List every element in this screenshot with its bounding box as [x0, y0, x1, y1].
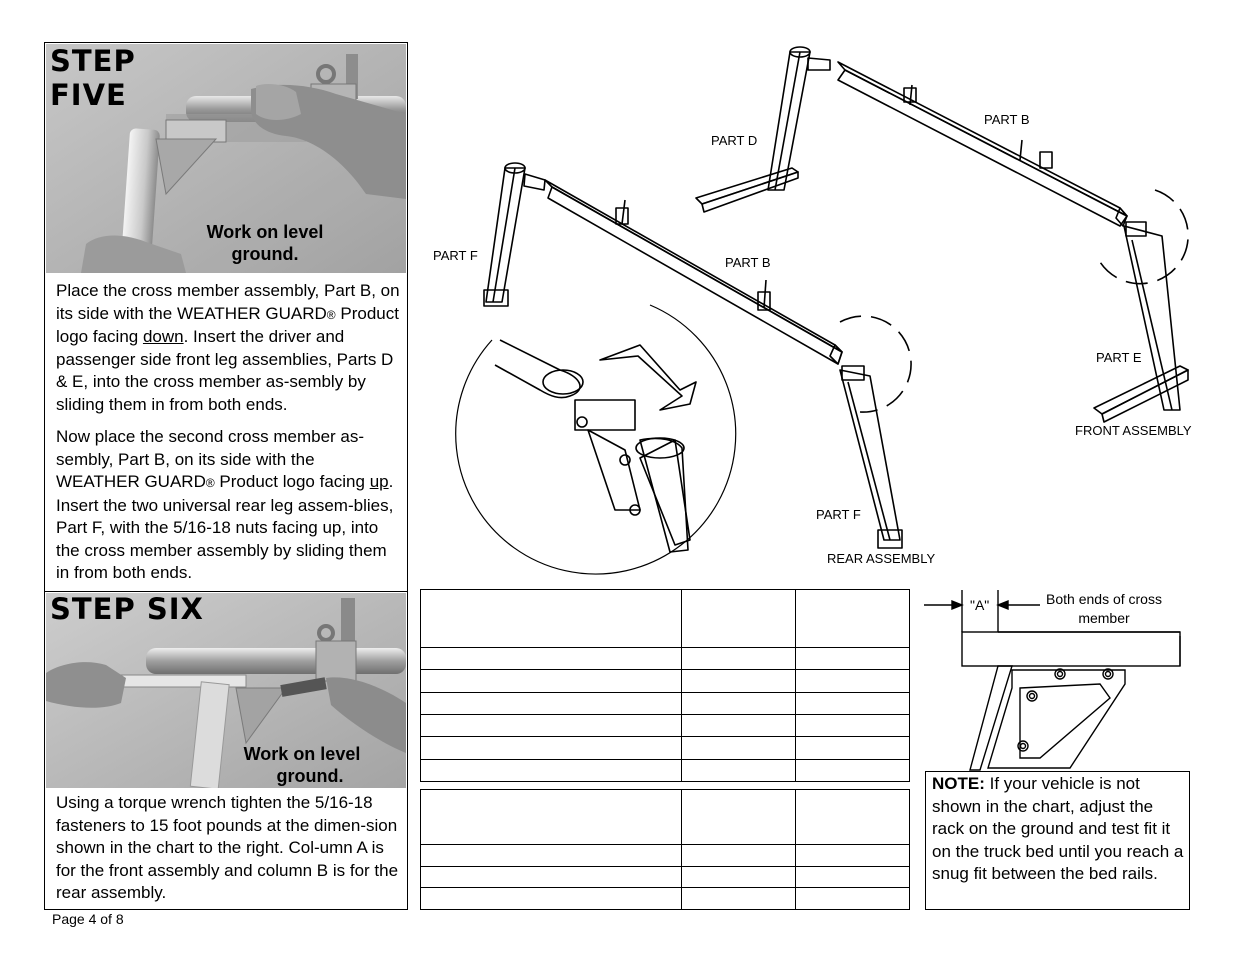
- label-rear-assembly: REAR ASSEMBLY: [827, 551, 936, 566]
- chart-cell: [420, 789, 682, 845]
- chart-cell: [681, 691, 796, 715]
- front-cross-member: [837, 61, 1128, 227]
- rear-cross-member: [544, 179, 843, 365]
- chart-cell: [681, 887, 796, 910]
- chart-cell: [420, 589, 682, 648]
- p1-text-b: Product logo facing: [56, 303, 399, 347]
- chart-cell: [681, 646, 796, 671]
- note-box: [925, 771, 1190, 910]
- p2-underlined-word: up: [369, 472, 389, 491]
- step-six-photo-illustration: [46, 593, 406, 788]
- part-f-bottom-leg: [839, 365, 903, 549]
- chart-cell: [420, 713, 682, 738]
- step-five-paragraph-1: Place the cross member assembly, Part B,…: [56, 280, 402, 416]
- exploded-assembly-diagram: [455, 46, 1189, 575]
- chart-cell: [795, 669, 910, 693]
- note-body: If your vehicle is not shown in the char…: [932, 774, 1184, 883]
- p1-text-a: Place the cross member assembly, Part B,…: [56, 281, 400, 323]
- label-part-f-left: PART F: [433, 248, 478, 263]
- part-e-leg: [1093, 221, 1189, 423]
- label-part-d: PART D: [711, 133, 758, 148]
- p1-text-c: . Insert the driver and passenger side f…: [56, 327, 394, 414]
- chart-cell: [795, 865, 910, 889]
- registered-mark: ®: [205, 476, 215, 490]
- chart-cell: [420, 669, 682, 693]
- chart-cell: [795, 691, 910, 715]
- chart-cell: [795, 646, 910, 671]
- chart-cell: [420, 865, 682, 889]
- p1-underlined-word: down: [142, 327, 184, 346]
- chart-cell: [681, 736, 796, 760]
- step-five-caption-line2: ground.: [231, 244, 299, 264]
- part-d-leg: [695, 46, 831, 213]
- label-part-b-top: PART B: [984, 112, 1030, 127]
- step-five-paragraph-2: Now place the second cross member as-sem…: [56, 426, 402, 585]
- page-number: Page 4 of 8: [52, 911, 124, 927]
- registered-mark: ®: [326, 307, 336, 322]
- chart-cell: [681, 865, 796, 889]
- dimension-chart-bottom: [420, 789, 910, 910]
- chart-cell: [795, 713, 910, 738]
- label-front-assembly: FRONT ASSEMBLY: [1075, 423, 1192, 438]
- chart-cell: [795, 758, 910, 783]
- step-six-title: STEP SIX: [50, 592, 204, 626]
- chart-cell: [795, 789, 910, 845]
- dimension-a-detail-drawing: [924, 590, 1181, 771]
- label-part-b-middle: PART B: [725, 255, 771, 270]
- step-six-caption-line1: Work on level: [243, 744, 361, 764]
- chart-cell: [795, 887, 910, 910]
- p2-text-c: . Insert the two universal rear leg asse…: [56, 472, 394, 582]
- step-five-photo-caption: Work on level ground.: [180, 221, 350, 265]
- step-six-caption-line2: ground.: [276, 766, 344, 786]
- chart-cell: [795, 844, 910, 867]
- step-five-instructions: Place the cross member assembly, Part B,…: [56, 280, 402, 595]
- step-five-title-line2: FIVE: [50, 78, 127, 112]
- chart-cell: [795, 736, 910, 760]
- chart-cell: [681, 669, 796, 693]
- step-five-caption-line1: Work on level: [206, 222, 324, 242]
- label-part-f-bottom: PART F: [816, 507, 861, 522]
- ends-of-cross-member-note: Both ends of cross member: [1036, 590, 1172, 628]
- step-five-title: STEP FIVE: [50, 44, 136, 112]
- chart-cell: [795, 589, 910, 648]
- chart-cell: [681, 789, 796, 845]
- p2-text-b: Product logo facing: [214, 472, 370, 491]
- step-six-instructions: Using a torque wrench tighten the 5/16-1…: [56, 793, 399, 902]
- chart-cell: [420, 887, 682, 910]
- ends-note-line2: member: [1078, 610, 1130, 626]
- note-label: NOTE:: [932, 774, 985, 793]
- chart-cell: [681, 844, 796, 867]
- chart-cell: [681, 589, 796, 648]
- label-part-e: PART E: [1096, 350, 1142, 365]
- chart-cell: [681, 713, 796, 738]
- p2-text-a: Now place the second cross member as-sem…: [56, 427, 365, 491]
- dimension-a-label: "A": [970, 597, 990, 613]
- step-five-photo: [46, 44, 406, 273]
- note-text: NOTE: If your vehicle is not shown in th…: [932, 773, 1186, 886]
- chart-cell: [420, 758, 682, 783]
- chart-cell: [681, 758, 796, 783]
- ends-note-line1: Both ends of cross: [1046, 591, 1162, 607]
- chart-cell: [420, 691, 682, 715]
- dimension-chart-top: [420, 589, 910, 783]
- step-five-photo-illustration: [46, 44, 406, 273]
- chart-cell: [420, 736, 682, 760]
- step-six-box: [44, 591, 408, 910]
- chart-cell: [420, 646, 682, 671]
- chart-cell: [420, 844, 682, 867]
- part-f-left-leg: [483, 162, 546, 307]
- step-six-photo: [46, 593, 406, 788]
- step-five-title-line1: STEP: [50, 44, 136, 78]
- step-six-photo-caption: Work on level ground.: [222, 743, 382, 787]
- magnified-detail: [455, 304, 737, 575]
